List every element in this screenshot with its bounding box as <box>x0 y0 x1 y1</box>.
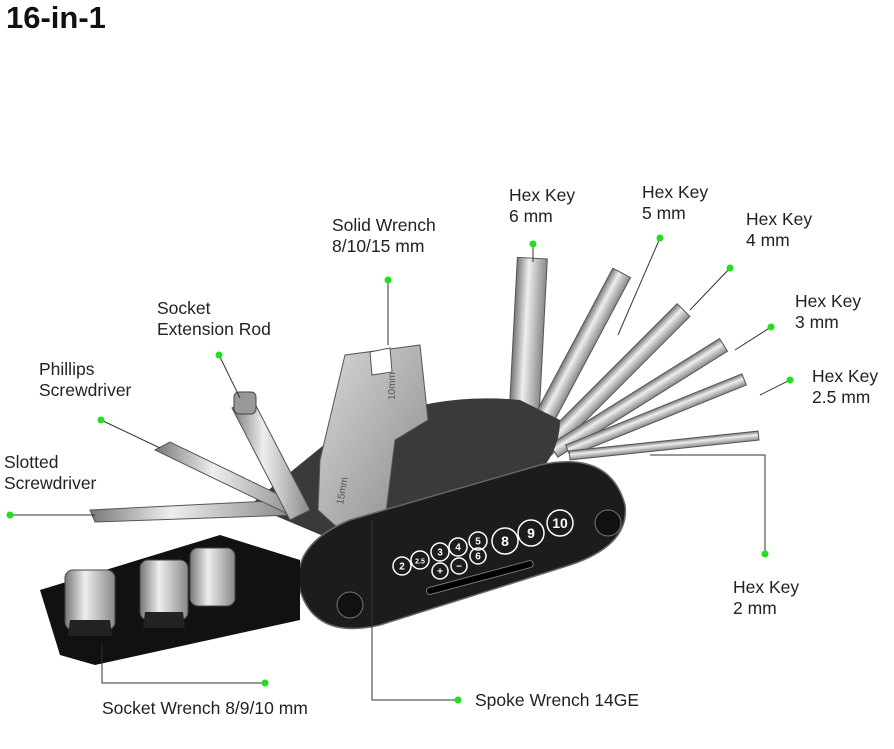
size-marking: − <box>456 562 462 573</box>
size-marking-ring <box>468 531 488 551</box>
size-marking-ring <box>431 562 449 580</box>
size-marking: 5 <box>475 537 481 548</box>
wrench-marking-15mm: 15mm <box>335 476 351 505</box>
dot-hex6 <box>529 240 537 248</box>
size-marking-ring <box>491 527 519 555</box>
label-line: 5 mm <box>642 203 686 223</box>
label-line: 8/10/15 mm <box>332 236 425 256</box>
label-line: Socket <box>157 298 211 318</box>
size-marking: 9 <box>527 525 535 541</box>
label-line: Solid Wrench <box>332 215 436 235</box>
size-marking: 10 <box>552 515 568 531</box>
dot-socket-wrench <box>261 679 269 687</box>
size-marking: 3 <box>437 548 443 559</box>
label-spoke-wrench: Spoke Wrench 14GE <box>475 690 640 710</box>
size-marking-ring <box>517 519 545 547</box>
size-marking-ring <box>448 537 468 557</box>
dot-slotted <box>6 511 14 519</box>
label-line: 4 mm <box>746 230 790 250</box>
size-marking: 8 <box>501 533 509 549</box>
label-line: Screwdriver <box>39 380 132 400</box>
label-line: Screwdriver <box>4 473 97 493</box>
label-line: 6 mm <box>509 206 553 226</box>
size-marking: + <box>437 567 443 578</box>
leader-lines <box>10 237 791 701</box>
label-line: Hex Key <box>812 366 879 386</box>
label-line: Slotted <box>4 452 59 472</box>
wrench-marking-10mm: 10mm <box>387 372 398 400</box>
size-marking-ring <box>392 556 412 576</box>
label-line: 2.5 mm <box>812 387 871 407</box>
label-line: Hex Key <box>746 209 813 229</box>
size-marking-ring <box>410 550 430 570</box>
label-line: Hex Key <box>733 577 800 597</box>
label-line: 2 mm <box>733 598 777 618</box>
dot-hex5 <box>656 234 664 242</box>
dot-hex3 <box>767 323 775 331</box>
sockets <box>64 547 236 636</box>
size-marking: 2.5 <box>415 559 425 566</box>
size-marking-ring <box>546 509 574 537</box>
size-marking: 6 <box>475 552 481 563</box>
dot-hex25 <box>786 376 794 384</box>
title: 16-in-1 <box>6 0 106 35</box>
dot-solid-wrench <box>384 276 392 284</box>
size-marking-ring <box>450 557 468 575</box>
label-line: 3 mm <box>795 312 839 332</box>
label-socket-wrench: Socket Wrench 8/9/10 mm <box>102 698 308 718</box>
size-marking: 2 <box>399 562 405 573</box>
size-marking: 4 <box>455 543 461 554</box>
dot-hex2 <box>761 550 769 558</box>
label-line: Phillips <box>39 359 95 379</box>
size-marking-ring <box>430 542 450 562</box>
label-line: Hex Key <box>642 182 709 202</box>
label-dots <box>6 234 794 704</box>
size-marking-ring <box>469 547 487 565</box>
dot-socket-rod <box>215 351 223 359</box>
dot-phillips <box>97 416 105 424</box>
label-line: Extension Rod <box>157 319 271 339</box>
dot-hex4 <box>726 264 734 272</box>
dot-spoke-wrench <box>454 696 462 704</box>
label-line: Hex Key <box>509 185 576 205</box>
label-line: Hex Key <box>795 291 862 311</box>
